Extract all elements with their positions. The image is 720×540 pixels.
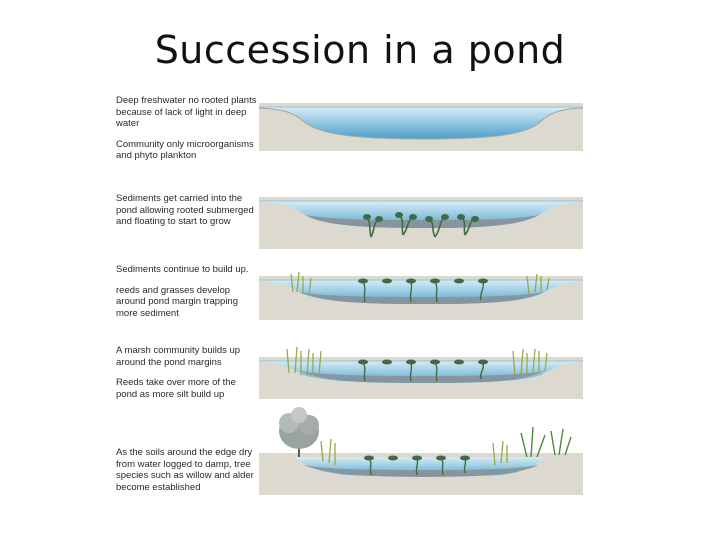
stage-3-text-1: Sediments continue to build up. xyxy=(116,264,249,275)
marginal-reeds-3 xyxy=(290,271,550,295)
pond-cross-section-4 xyxy=(259,346,583,399)
stage-4-description: A marsh community builds up around the p… xyxy=(116,345,258,409)
stage-1-description: Deep freshwater no rooted plants because… xyxy=(116,95,258,171)
pond-bed-1 xyxy=(259,107,583,140)
stage-2-description: Sediments get carried into the pond allo… xyxy=(116,193,258,237)
leaf-clusters-2 xyxy=(363,212,479,222)
stage-4-text-2: Reeds take over more of the pond as more… xyxy=(116,377,236,400)
stage-5-text-1: As the soils around the edge dry from wa… xyxy=(116,447,254,493)
stage-1-text-1: Deep freshwater no rooted plants because… xyxy=(116,95,257,130)
floating-plants-4 xyxy=(358,359,488,365)
stage-3-description: Sediments continue to build up. reeds an… xyxy=(116,264,258,328)
water-1 xyxy=(259,107,583,139)
submerged-stems-4 xyxy=(362,362,485,382)
sediment-4 xyxy=(299,371,545,383)
sediment-5 xyxy=(303,465,539,477)
sediment-2 xyxy=(305,215,539,228)
stage-3-text-2: reeds and grasses develop around pond ma… xyxy=(116,284,239,319)
stage-1-text-2: Community only microorganisms and phyto … xyxy=(116,138,254,162)
stage-4-text-1: A marsh community builds up around the p… xyxy=(116,345,241,368)
stage-2-text-1: Sediments get carried into the pond allo… xyxy=(116,193,254,228)
pond-cross-section-1 xyxy=(259,103,583,151)
submerged-stems-3 xyxy=(362,281,485,303)
floating-plants-3 xyxy=(358,278,488,284)
pond-cross-section-2 xyxy=(259,197,583,249)
sediment-3 xyxy=(299,292,545,304)
stage-5-description: As the soils around the edge dry from wa… xyxy=(116,447,258,502)
page-title: Succession in a pond xyxy=(154,28,566,72)
bank-shrubs-5 xyxy=(520,426,572,458)
pond-cross-section-3 xyxy=(259,271,583,320)
submerged-stems-5 xyxy=(368,458,467,476)
floating-plants-5 xyxy=(364,455,470,461)
pond-cross-section-5 xyxy=(259,407,583,495)
marsh-reeds-4 xyxy=(286,346,548,376)
marsh-reeds-5 xyxy=(320,438,508,466)
willow-tree-5 xyxy=(279,407,319,457)
